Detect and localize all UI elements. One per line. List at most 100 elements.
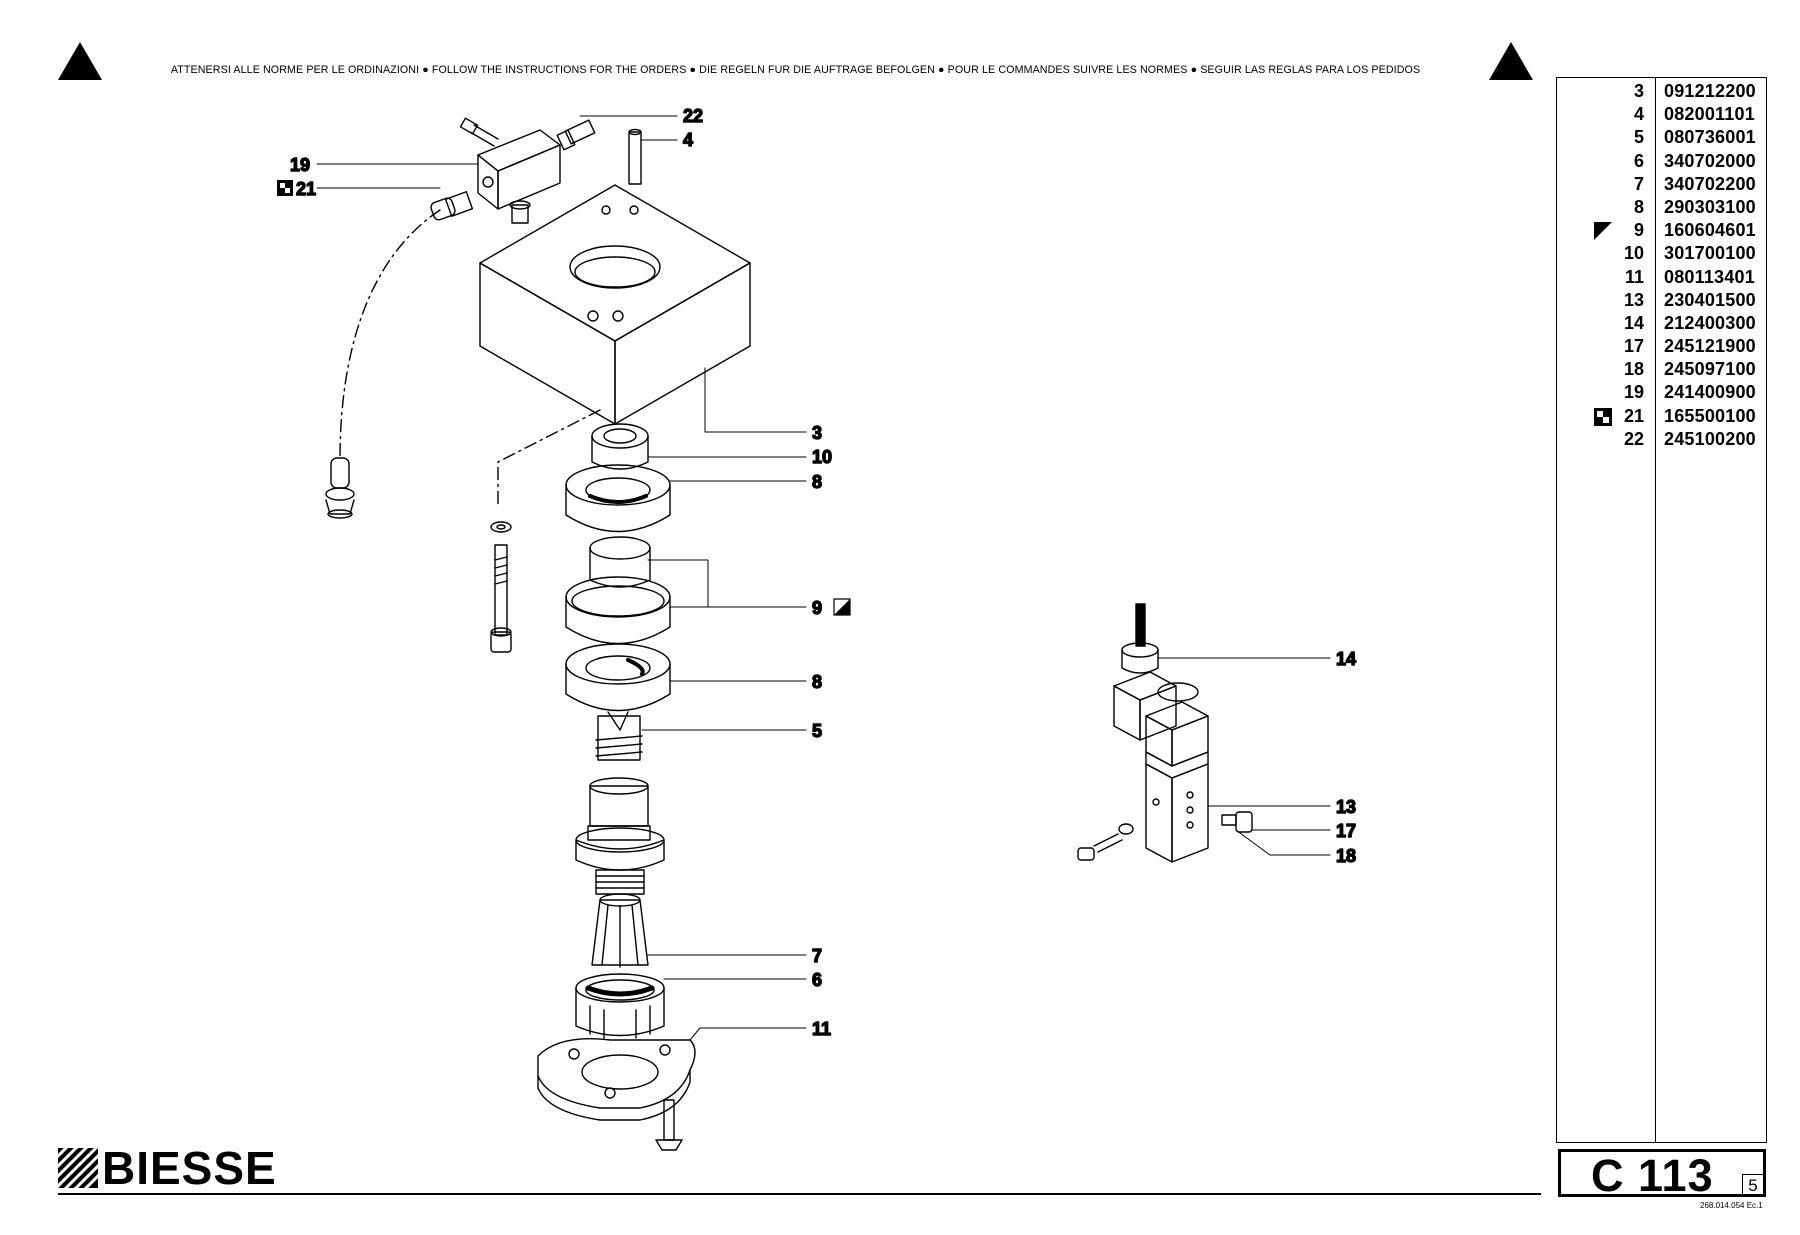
part-position: 18 <box>1623 359 1644 380</box>
part-position: 9 <box>1633 220 1644 241</box>
part-10-nut <box>591 423 649 470</box>
part-code: 245097100 <box>1664 359 1756 380</box>
parts-list-row: 6 340702000 <box>1557 150 1766 173</box>
checker-square-icon <box>1594 407 1612 426</box>
part-position: 22 <box>1623 428 1644 449</box>
part-code: 212400300 <box>1664 312 1756 333</box>
part-code: 290303100 <box>1664 196 1756 217</box>
checker-square-icon <box>277 180 293 196</box>
part-9-spacer <box>565 536 671 645</box>
part-11-flange <box>537 1038 696 1121</box>
part-6-collet-nut <box>575 973 665 1039</box>
part-code: 340702000 <box>1664 150 1756 171</box>
table-sub-number: 5 <box>1742 1174 1763 1197</box>
part-position: 17 <box>1623 336 1644 357</box>
callout-4: 4 <box>683 130 693 150</box>
part-code: 301700100 <box>1664 243 1756 264</box>
part-3-housing-block <box>479 184 751 425</box>
half-triangle-icon <box>833 598 851 616</box>
part-position: 21 <box>1623 405 1644 426</box>
part-code: 160604601 <box>1664 220 1756 241</box>
biesse-logo-icon <box>58 1148 98 1188</box>
callout-9: 9 <box>812 598 822 618</box>
callout-18: 18 <box>1336 846 1356 866</box>
part-code: 080736001 <box>1664 127 1756 148</box>
leader-lines <box>316 115 1331 1041</box>
callout-10: 10 <box>812 447 832 467</box>
part-5-spindle <box>575 711 665 895</box>
table-number-box: C 113 5 <box>1558 1149 1766 1201</box>
part-position: 13 <box>1623 289 1644 310</box>
part-code: 091212200 <box>1664 81 1756 101</box>
part-code: 340702200 <box>1664 173 1756 194</box>
parts-list-row: 7 340702200 <box>1557 173 1766 196</box>
part-code: 230401500 <box>1664 289 1756 310</box>
parts-list-row: 17 245121900 <box>1557 335 1766 358</box>
brand-name: BIESSE <box>102 1142 277 1194</box>
part-13-14-solenoid-valve <box>1077 603 1253 863</box>
parts-list-rows: 3 091212200 4 082001101 5 080736001 6 340702000… <box>1557 80 1766 451</box>
part-position: 11 <box>1624 266 1644 287</box>
part-8-bearing-bottom <box>565 643 671 712</box>
part-19-22-valve-block <box>430 117 596 224</box>
parts-list-row: 8 290303100 <box>1557 196 1766 219</box>
part-code: 241400900 <box>1664 382 1756 403</box>
part-4-pin <box>628 128 642 185</box>
part-code: 080113401 <box>1664 266 1755 287</box>
part-position: 10 <box>1623 243 1644 264</box>
part-7-collet <box>591 893 649 968</box>
part-position: 5 <box>1633 127 1644 148</box>
notice-text: ATTENERSI ALLE NORME PER LE ORDINAZIONI … <box>170 64 1421 76</box>
callout-6: 6 <box>812 970 822 990</box>
parts-list-row: 4 082001101 <box>1557 103 1766 126</box>
bottom-rule <box>58 1193 1541 1195</box>
parts-list-table: 3 091212200 4 082001101 5 080736001 6 340702000… <box>1556 77 1767 1143</box>
half-triangle-icon <box>1594 222 1612 241</box>
parts-list-row: 3 091212200 <box>1557 80 1766 103</box>
part-21-nozzle <box>325 457 355 519</box>
part-code: 245100200 <box>1664 428 1756 449</box>
callout-17: 17 <box>1336 821 1356 841</box>
part-position: 14 <box>1623 312 1644 333</box>
warning-triangle-icon <box>58 42 102 80</box>
part-position: 19 <box>1623 382 1644 403</box>
part-8-bearing-top <box>565 464 671 533</box>
parts-list-row: 21 165500100 <box>1557 405 1766 428</box>
callout-21: 21 <box>296 179 316 199</box>
order-instructions-notice: ATTENERSI ALLE NORME PER LE ORDINAZIONI … <box>58 42 1533 80</box>
callout-14: 14 <box>1336 649 1356 669</box>
long-screw <box>490 521 512 653</box>
part-code: 165500100 <box>1664 405 1756 426</box>
parts-list-row: 9 160604601 <box>1557 219 1766 242</box>
callout-8: 8 <box>812 472 822 492</box>
parts-list-row: 10 301700100 <box>1557 242 1766 265</box>
parts-list-row: 11 080113401 <box>1557 266 1766 289</box>
column-divider <box>1655 78 1656 1142</box>
parts-list-row: 14 212400300 <box>1557 312 1766 335</box>
parts-list-row: 13 230401500 <box>1557 289 1766 312</box>
parts-list-row: 5 080736001 <box>1557 126 1766 149</box>
table-id: C 113 <box>1591 1150 1714 1201</box>
parts-list-row: 19 241400900 <box>1557 381 1766 404</box>
callout-5: 5 <box>812 721 822 741</box>
callout-22: 22 <box>683 106 703 126</box>
parts-list-row: 18 245097100 <box>1557 358 1766 381</box>
part-position: 4 <box>1633 104 1644 125</box>
part-position: 3 <box>1633 81 1644 101</box>
callout-19: 19 <box>290 155 310 175</box>
part-position: 8 <box>1633 196 1644 217</box>
callout-11: 11 <box>812 1019 831 1039</box>
callout-8-lower: 8 <box>812 672 822 692</box>
callout-7: 7 <box>812 946 822 966</box>
warning-triangle-icon <box>1489 42 1533 80</box>
callout-13: 13 <box>1336 797 1356 817</box>
document-code: 268.014.054 Ec.1 <box>1700 1201 1763 1210</box>
part-position: 7 <box>1633 173 1644 194</box>
part-code: 245121900 <box>1664 336 1756 357</box>
part-code: 082001101 <box>1664 104 1755 125</box>
callout-3: 3 <box>812 423 822 443</box>
flange-screw <box>655 1099 683 1151</box>
part-position: 6 <box>1633 150 1644 171</box>
parts-list-row: 22 245100200 <box>1557 428 1766 451</box>
